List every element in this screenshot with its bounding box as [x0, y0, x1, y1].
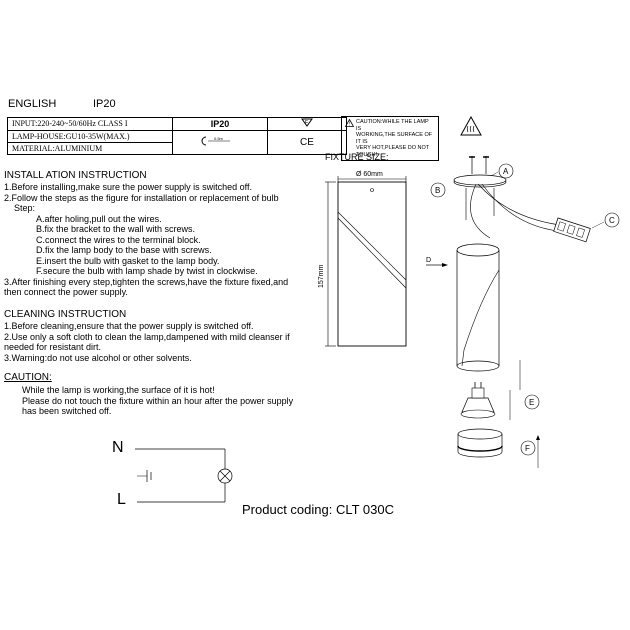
installation-diagram: A B C D E	[426, 156, 620, 468]
terminal-block	[553, 217, 591, 243]
install-step: F.secure the bulb with lamp shade by twi…	[36, 266, 258, 276]
svg-text:F: F	[305, 120, 308, 126]
install-line: 2.Follow the steps as the figure for ins…	[4, 192, 279, 203]
install-line: 3.After finishing every step,tighten the…	[4, 276, 289, 287]
caution-label-line: CAUTION:WHILE THE LAMP IS	[356, 119, 429, 132]
cleaning-line: needed for resistant dirt.	[4, 342, 102, 352]
spec-material: MATERIAL:ALUMINIUM	[7, 142, 173, 155]
caution-label-line: VERY HOT,PLEASE DO NOT TOUCH!	[356, 145, 430, 158]
caution-label-box: ! CAUTION:WHILE THE LAMP IS WORKING,THE …	[341, 116, 439, 161]
diameter-label: Ø 60mm	[356, 171, 383, 178]
cleaning-line: 2.Use only a soft cloth to clean the lam…	[4, 331, 290, 342]
hot-surface-icon	[460, 116, 482, 136]
install-section: INSTALL ATION INSTRUCTION 1.Before insta…	[4, 170, 288, 298]
install-step: A.after holing,pull out the wires.	[36, 213, 162, 224]
spec-table: INPUT:220-240~50/60Hz CLASS I IP20 F LAM…	[7, 117, 347, 155]
step-label-e: E	[529, 398, 534, 407]
cleaning-line: 3.Warning:do not use alcohol or other so…	[4, 352, 192, 363]
step-label-b: B	[435, 186, 440, 195]
install-step: D.fix the lamp body to the base with scr…	[36, 245, 212, 255]
install-line: then connect the power supply.	[4, 287, 128, 297]
install-line: 1.Before installing,make sure the power …	[4, 182, 252, 192]
spec-distance: 0.5m	[172, 130, 268, 155]
caution-label-line: WORKING,THE SURFACE OF IT IS	[356, 132, 433, 145]
cleaning-line: 1.Before cleaning,ensure that the power …	[4, 321, 254, 331]
height-label: 157mm	[318, 264, 325, 288]
caution-line: Please do not touch the fixture within a…	[22, 395, 294, 406]
live-label: L	[117, 491, 126, 508]
neutral-label: N	[112, 439, 124, 456]
step-label-a: A	[503, 167, 509, 176]
caution-section: CAUTION: While the lamp is working,the s…	[4, 372, 293, 417]
install-line: Step:	[14, 203, 36, 213]
spec-input: INPUT:220-240~50/60Hz CLASS I	[7, 117, 173, 131]
ce-mark: CE	[267, 130, 347, 155]
caution-line: has been switched off.	[22, 406, 112, 416]
svg-text:0.5m: 0.5m	[214, 136, 224, 141]
product-coding: Product coding: CLT 030C	[242, 502, 394, 517]
install-title: INSTALL ATION INSTRUCTION	[4, 170, 147, 181]
cleaning-title: CLEANING INSTRUCTION	[4, 309, 127, 320]
install-step: B.fix the bracket to the wall with screw…	[36, 224, 196, 234]
spec-ip: IP20	[172, 117, 268, 131]
install-step: C.connect the wires to the terminal bloc…	[36, 234, 201, 245]
ip-rating-label: IP20	[93, 98, 116, 110]
cleaning-section: CLEANING INSTRUCTION 1.Before cleaning,e…	[4, 309, 290, 363]
warning-triangle-icon: F	[301, 118, 313, 127]
caution-line: While the lamp is working,the surface of…	[22, 385, 215, 395]
circuit-diagram	[135, 448, 233, 503]
svg-text:!: !	[349, 122, 350, 128]
caution-title: CAUTION:	[4, 372, 52, 383]
step-label-d: D	[426, 257, 431, 264]
lamp-shade	[457, 428, 503, 458]
fixture-dimension-drawing: Ø 60mm 157mm	[318, 171, 407, 347]
spec-symbol: F	[267, 117, 347, 131]
warning-icon: !	[345, 119, 354, 127]
language-label: ENGLISH	[8, 98, 57, 110]
fixture-size-title: FIXTURE SIZE:	[325, 152, 389, 162]
spec-lamp-house: LAMP-HOUSE:GU10-35W(MAX.)	[7, 130, 173, 143]
step-label-c: C	[609, 216, 615, 225]
bulb	[460, 382, 496, 419]
distance-icon: 0.5m	[201, 136, 230, 146]
install-step: E.insert the bulb with gasket to the lam…	[36, 255, 220, 266]
step-label-f: F	[525, 444, 530, 453]
